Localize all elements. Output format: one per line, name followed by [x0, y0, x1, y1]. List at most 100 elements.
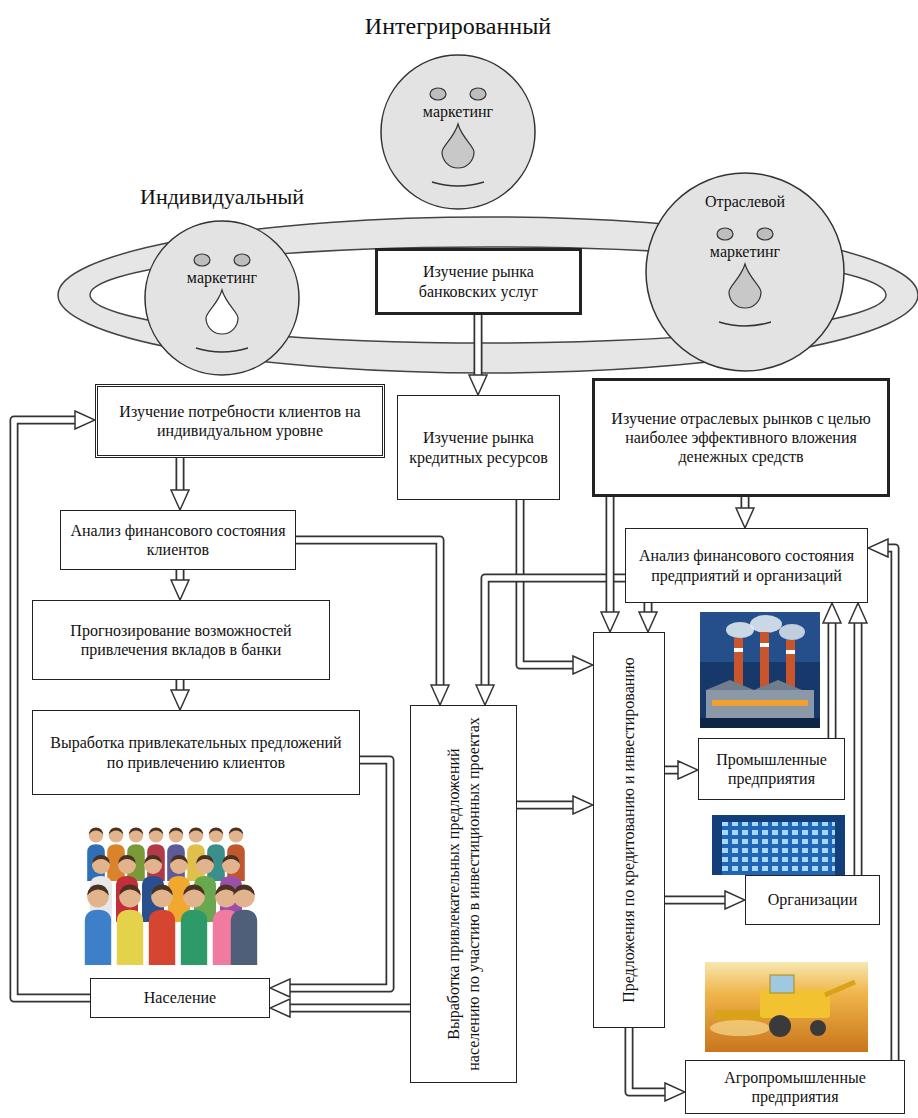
process-box: Анализ финансового состояния клиентов	[60, 510, 296, 570]
face-outline	[380, 54, 536, 210]
box-text: Изучение потребности клиентов на индивид…	[106, 402, 374, 440]
face-eye	[757, 228, 773, 240]
face-mouth	[432, 182, 484, 186]
office-building-illustration	[712, 815, 845, 875]
vertical-box: Предложения по кредитованию и инвестиров…	[593, 632, 665, 1028]
arrow-shaft	[517, 802, 573, 808]
factory-illustration	[706, 690, 814, 720]
text-wrap: Прогнозирование возможностей привлечения…	[41, 621, 321, 659]
flow-arrow	[665, 770, 678, 771]
face-heading: Интегрированный	[365, 12, 551, 41]
arrow-shaft	[855, 623, 861, 875]
box-text: Организации	[768, 890, 857, 909]
arrow-shaft	[665, 897, 725, 903]
text-wrap: Выработка привлекательных предложений на…	[444, 717, 484, 1071]
factory-illustration	[779, 624, 805, 640]
process-box: Изучение отраслевых рынков с целью наибо…	[592, 378, 890, 497]
arrow-shaft-outline	[176, 680, 185, 690]
box-text: Анализ финансового состояния предприятий…	[634, 546, 859, 584]
flow-arrow	[665, 900, 725, 901]
flow-arrow	[745, 497, 746, 508]
crowd-illustration	[107, 827, 125, 881]
process-box: Прогнозирование возможностей привлечения…	[32, 600, 330, 680]
arrow-shaft	[629, 1028, 665, 1092]
client-box: Промышленные предприятия	[698, 738, 845, 800]
face-heading: Отраслевой	[705, 192, 785, 211]
harvester-illustration	[705, 962, 868, 1052]
face-eye	[194, 254, 210, 266]
text-wrap: Изучение потребности клиентов на индивид…	[106, 402, 374, 440]
marketing-face: Отраслевоймаркетинг	[645, 172, 845, 372]
flow-arrow	[858, 623, 859, 875]
arrow-shaft-outline	[854, 623, 863, 875]
flow-arrow	[648, 603, 649, 612]
text-wrap: Население	[144, 988, 216, 1007]
face-mouth	[719, 322, 771, 326]
flow-arrow	[290, 1008, 410, 1009]
harvester-illustration	[810, 1020, 826, 1036]
process-box: Анализ финансового состояния предприятий…	[625, 528, 868, 603]
face-mouth	[196, 348, 248, 352]
arrow-shaft-outline	[741, 497, 750, 508]
arrow-shaft	[177, 570, 183, 580]
crowd-illustration	[85, 827, 257, 965]
arrow-shaft-outline	[828, 623, 837, 738]
text-wrap: Промышленные предприятия	[707, 750, 836, 788]
arrow-shaft	[888, 548, 895, 1060]
arrow-shaft	[829, 623, 835, 738]
arrow-shaft	[645, 603, 651, 612]
face-nose	[442, 124, 474, 168]
harvester-illustration	[770, 975, 794, 993]
arrow-shaft-outline	[517, 801, 573, 810]
connectors	[14, 315, 895, 1092]
flow-arrow	[180, 570, 181, 580]
arrow-shaft	[607, 497, 613, 612]
arrow-shaft	[177, 680, 183, 690]
box-text: Предложения по кредитованию и инвестиров…	[619, 644, 639, 1016]
marketing-face: Интегрированныймаркетинг	[380, 54, 536, 210]
text-wrap: Изучение рынка кредитных ресурсов	[406, 428, 551, 466]
flow-arrow	[888, 548, 895, 1060]
text-wrap: Анализ финансового состояния клиентов	[69, 521, 287, 559]
text-wrap: Изучение рынка банковских услуг	[386, 262, 571, 300]
box-text: Изучение рынка банковских услуг	[386, 262, 571, 300]
box-text: Прогнозирование возможностей привлечения…	[41, 621, 321, 659]
box-text: Изучение рынка кредитных ресурсов	[406, 428, 551, 466]
face-heading: Индивидуальный	[140, 184, 304, 210]
arrow-shaft-outline	[665, 766, 678, 775]
face-circle	[145, 221, 299, 375]
client-box: Население	[90, 978, 270, 1018]
flow-arrow	[832, 623, 833, 738]
client-box: Организации	[745, 875, 880, 925]
text-wrap: Анализ финансового состояния предприятий…	[634, 546, 859, 584]
harvester-illustration	[769, 1015, 791, 1037]
crowd-illustration	[207, 827, 225, 881]
crowd-illustration	[231, 885, 257, 965]
arrow-shaft-outline	[606, 497, 615, 612]
client-box: Агропромышленные предприятия	[685, 1060, 905, 1114]
crowd-illustration	[149, 885, 175, 965]
harvester-illustration	[825, 982, 855, 995]
arrow-shaft-outline	[290, 1004, 410, 1013]
arrow-shaft	[177, 458, 183, 490]
text-wrap: Предложения по кредитованию и инвестиров…	[619, 644, 639, 1016]
text-wrap: Изучение отраслевых рынков с целью наибо…	[603, 409, 879, 467]
crowd-illustration	[181, 885, 207, 965]
factory-illustration	[712, 700, 808, 706]
process-box: Изучение рынка банковских услуг	[375, 248, 582, 315]
office-building-illustration	[722, 822, 835, 875]
factory-illustration	[700, 718, 820, 728]
box-text: Агропромышленные предприятия	[694, 1068, 896, 1106]
arrow-shaft	[665, 767, 678, 773]
text-wrap: Выработка привлекательных предложений по…	[41, 733, 351, 771]
factory-illustration	[786, 650, 795, 654]
box-text: Промышленные предприятия	[707, 750, 836, 788]
crowd-illustration	[85, 885, 111, 965]
box-text: Население	[144, 988, 216, 1007]
flow-arrow	[180, 458, 181, 490]
flow-arrow	[478, 315, 479, 375]
arrow-shaft-outline	[176, 570, 185, 580]
harvester-illustration	[760, 990, 830, 1018]
